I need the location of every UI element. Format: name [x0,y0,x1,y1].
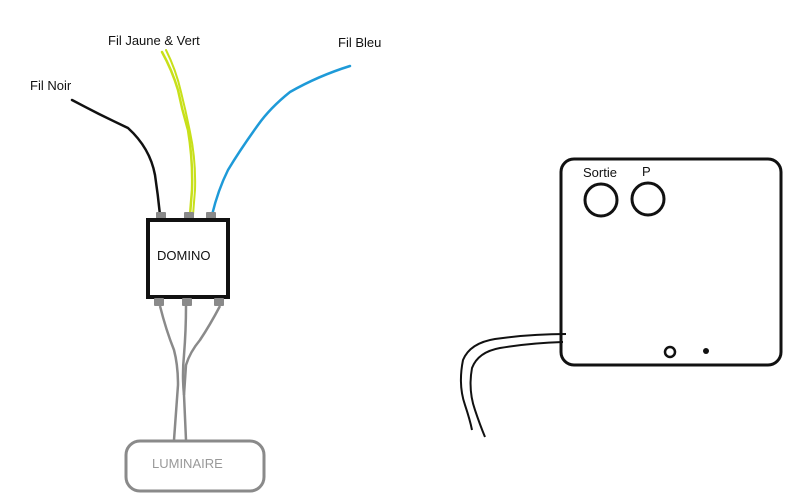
module-cable-upper [459,333,567,431]
label-fil-noir: Fil Noir [30,78,72,93]
module-p-terminal-icon [630,181,666,217]
grey-wire-right [182,305,222,396]
domino-bottom-connector-mid [182,298,192,306]
yellow-green-wire [160,50,194,217]
label-sortie: Sortie [583,165,617,180]
yellow-green-wire-strand [165,49,197,216]
label-p: P [642,164,651,179]
black-wire [70,98,162,217]
module-dot-icon [703,348,709,354]
domino-bottom-connector-right [214,298,224,306]
domino-box [146,218,230,299]
blue-wire [210,64,352,217]
domino-label: DOMINO [157,248,210,263]
grey-wire-left [158,305,180,441]
module-cable-lower [469,341,564,438]
luminaire-box [124,439,266,493]
label-fil-bleu: Fil Bleu [338,35,381,50]
module-led-ring-icon [663,345,677,359]
module-sortie-terminal-icon [583,182,619,218]
luminaire-label: LUMINAIRE [152,456,223,471]
domino-bottom-connector-left [154,298,164,306]
module-box [559,157,783,367]
label-fil-jaune-vert: Fil Jaune & Vert [108,33,200,48]
